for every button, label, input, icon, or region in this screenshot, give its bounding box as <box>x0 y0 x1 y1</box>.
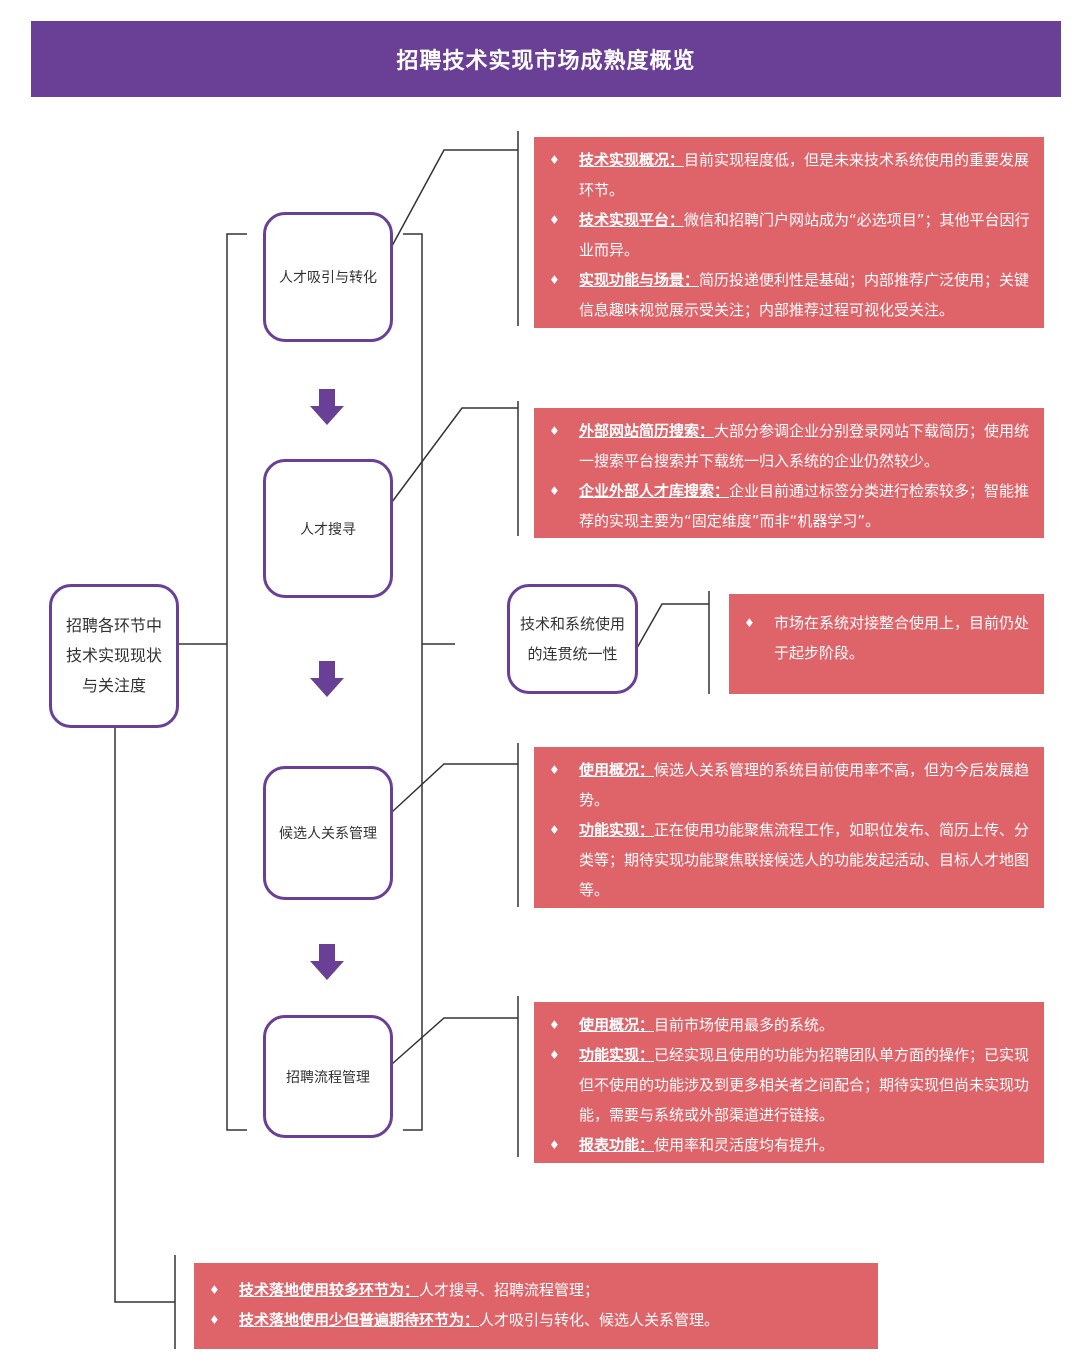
item-key: 报表功能： <box>579 1136 655 1154</box>
panel-item: ♦ 企业外部人才库搜索：企业目前通过标签分类进行检索较多；智能推荐的实现主要为“固… <box>549 476 1032 536</box>
panel-item: ♦ 使用概况：目前市场使用最多的系统。 <box>549 1010 1032 1040</box>
bullet-diamond-icon: ♦ <box>549 823 560 837</box>
panel-item: ♦ 实现功能与场景：简历投递便利性是基础；内部推荐广泛使用；关键信息趣味视觉展示受… <box>549 265 1032 325</box>
panel-summary: ♦ 技术落地使用较多环节为：人才搜寻、招聘流程管理； ♦ 技术落地使用少但普遍期待环… <box>194 1263 878 1349</box>
root-node: 招聘各环节中技术实现现状与关注度 <box>49 584 179 728</box>
panel-item: ♦ 外部网站简历搜索：大部分参调企业分别登录网站下载简历；使用统一搜索平台搜索并下… <box>549 416 1032 476</box>
bullet-diamond-icon: ♦ <box>209 1283 220 1297</box>
down-arrow-icon <box>310 661 344 697</box>
bullet-diamond-icon: ♦ <box>549 1138 560 1152</box>
item-key: 功能实现： <box>579 821 655 839</box>
consistency-label: 技术和系统使用的连贯统一性 <box>520 615 626 663</box>
item-text: 市场在系统对接整合使用上，目前仍处于起步阶段。 <box>774 614 1030 662</box>
item-key: 技术落地使用较多环节为： <box>239 1281 420 1299</box>
panel-item: ♦ 技术实现概况：目前实现程度低，但是未来技术系统使用的重要发展环节。 <box>549 145 1032 205</box>
bullet-diamond-icon: ♦ <box>549 213 560 227</box>
down-arrow-icon <box>310 389 344 425</box>
bullet-diamond-icon: ♦ <box>549 1048 560 1062</box>
stage-label: 候选人关系管理 <box>279 826 377 842</box>
bullet-diamond-icon: ♦ <box>549 153 560 167</box>
item-text: 候选人关系管理的系统目前使用率不高，但为今后发展趋势。 <box>579 761 1030 809</box>
item-text: 简历投递便利性是基础；内部推荐广泛使用；关键信息趣味视觉展示受关注；内部推荐过程… <box>579 271 1030 319</box>
item-text: 人才搜寻、招聘流程管理； <box>419 1281 600 1299</box>
item-text: 正在使用功能聚焦流程工作，如职位发布、简历上传、分类等；期待实现功能聚焦联接候选… <box>579 821 1030 899</box>
panel-item: ♦ 技术落地使用少但普遍期待环节为：人才吸引与转化、候选人关系管理。 <box>209 1305 866 1335</box>
item-key: 使用概况： <box>579 1016 655 1034</box>
panel-item: ♦ 市场在系统对接整合使用上，目前仍处于起步阶段。 <box>744 608 1032 668</box>
item-text: 大部分参调企业分别登录网站下载简历；使用统一搜索平台搜索并下载统一归入系统的企业… <box>579 422 1030 470</box>
item-key: 功能实现： <box>579 1046 655 1064</box>
item-key: 外部网站简历搜索： <box>579 422 715 440</box>
bullet-diamond-icon: ♦ <box>549 273 560 287</box>
title-banner: 招聘技术实现市场成熟度概览 <box>31 21 1061 97</box>
panel-item: ♦ 功能实现：已经实现且使用的功能为招聘团队单方面的操作；已实现但不使用的功能涉及… <box>549 1040 1032 1130</box>
stage-label: 招聘流程管理 <box>286 1069 370 1086</box>
item-key: 使用概况： <box>579 761 655 779</box>
bullet-diamond-icon: ♦ <box>549 763 560 777</box>
panel-talent-search: ♦ 外部网站简历搜索：大部分参调企业分别登录网站下载简历；使用统一搜索平台搜索并下… <box>534 408 1044 538</box>
bullet-diamond-icon: ♦ <box>549 424 560 438</box>
panel-item: ♦ 功能实现：正在使用功能聚焦流程工作，如职位发布、简历上传、分类等；期待实现功能… <box>549 815 1032 905</box>
panel-talent-attraction: ♦ 技术实现概况：目前实现程度低，但是未来技术系统使用的重要发展环节。 ♦ 技术实现… <box>534 137 1044 328</box>
item-text: 目前市场使用最多的系统。 <box>654 1016 835 1034</box>
page-title: 招聘技术实现市场成熟度概览 <box>396 49 696 74</box>
item-text: 使用率和灵活度均有提升。 <box>654 1136 835 1154</box>
panel-recruiting-process: ♦ 使用概况：目前市场使用最多的系统。 ♦ 功能实现：已经实现且使用的功能为招聘团队… <box>534 1002 1044 1163</box>
item-text: 目前实现程度低，但是未来技术系统使用的重要发展环节。 <box>579 151 1030 199</box>
panel-item: ♦ 技术实现平台：微信和招聘门户网站成为“必选项目”；其他平台因行业而异。 <box>549 205 1032 265</box>
stage-label: 人才搜寻 <box>300 521 356 538</box>
panel-candidate-relationship: ♦ 使用概况：候选人关系管理的系统目前使用率不高，但为今后发展趋势。 ♦ 功能实现：… <box>534 747 1044 908</box>
bullet-diamond-icon: ♦ <box>549 484 560 498</box>
stage-box-talent-attraction: 人才吸引与转化 <box>263 212 393 342</box>
root-label: 招聘各环节中技术实现现状与关注度 <box>65 616 162 695</box>
item-key: 技术实现概况： <box>579 151 685 169</box>
consistency-node: 技术和系统使用的连贯统一性 <box>507 584 638 694</box>
panel-item: ♦ 报表功能：使用率和灵活度均有提升。 <box>549 1130 1032 1160</box>
item-key: 技术实现平台： <box>579 211 685 229</box>
item-key: 实现功能与场景： <box>579 271 700 289</box>
down-arrow-icon <box>310 944 344 980</box>
item-key: 技术落地使用少但普遍期待环节为： <box>239 1311 480 1329</box>
stage-box-talent-search: 人才搜寻 <box>263 459 393 598</box>
item-text: 微信和招聘门户网站成为“必选项目”；其他平台因行业而异。 <box>579 211 1030 259</box>
item-text: 人才吸引与转化、候选人关系管理。 <box>479 1311 720 1329</box>
panel-item: ♦ 技术落地使用较多环节为：人才搜寻、招聘流程管理； <box>209 1275 866 1305</box>
stage-label: 人才吸引与转化 <box>279 270 377 286</box>
bullet-diamond-icon: ♦ <box>744 616 755 630</box>
item-key: 企业外部人才库搜索： <box>579 482 730 500</box>
item-text: 已经实现且使用的功能为招聘团队单方面的操作；已实现但不使用的功能涉及到更多相关者… <box>579 1046 1030 1124</box>
item-text: 企业目前通过标签分类进行检索较多；智能推荐的实现主要为“固定维度”而非“机器学习… <box>579 482 1030 530</box>
stage-box-candidate-relationship: 候选人关系管理 <box>263 766 393 900</box>
bullet-diamond-icon: ♦ <box>209 1313 220 1327</box>
panel-item: ♦ 使用概况：候选人关系管理的系统目前使用率不高，但为今后发展趋势。 <box>549 755 1032 815</box>
bullet-diamond-icon: ♦ <box>549 1018 560 1032</box>
stage-box-recruiting-process: 招聘流程管理 <box>263 1015 393 1138</box>
panel-consistency: ♦ 市场在系统对接整合使用上，目前仍处于起步阶段。 <box>729 594 1044 694</box>
